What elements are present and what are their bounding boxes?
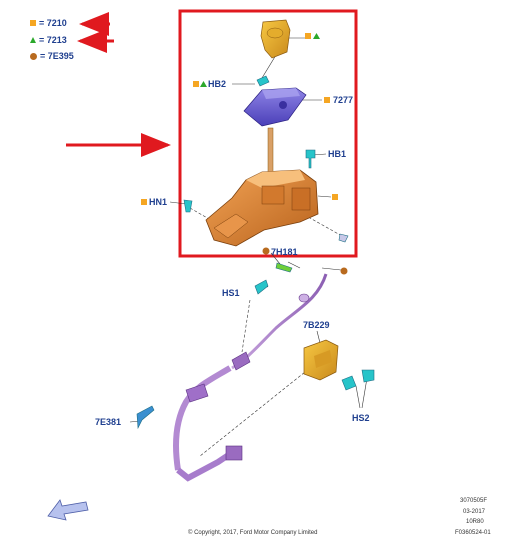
triangle-legend-icon: [30, 37, 36, 43]
legend-text: = 7E395: [40, 51, 74, 61]
callout-7h181: 7H181: [271, 247, 298, 257]
figure-model: 10R80: [466, 519, 484, 525]
callout-hs1: HS1: [222, 288, 240, 298]
cable-bracket-part: [303, 339, 339, 381]
shift-lever-rod: [267, 127, 274, 177]
leader-lines: [129, 37, 368, 457]
shift-cable-part: [173, 273, 328, 482]
fasteners: [136, 75, 375, 430]
highlight-frame: [178, 9, 358, 258]
triangle-marker-hb2: [200, 81, 207, 87]
circle-marker-7h181: [262, 247, 270, 255]
legend-row-7210: = 7210: [30, 18, 67, 28]
legend-text: = 7210: [39, 18, 67, 28]
square-marker-hn1: [141, 199, 147, 205]
callout-hs2: HS2: [352, 413, 370, 423]
figure-id: F0360524-01: [455, 530, 491, 536]
square-marker-base: [332, 194, 338, 200]
callout-hb1: HB1: [328, 149, 347, 159]
view-direction-arrow-icon: [47, 499, 89, 521]
circle-marker-cable: [340, 267, 348, 275]
legend-row-7213: = 7213: [30, 35, 67, 45]
square-marker-hb2: [193, 81, 199, 87]
callout-hb2: HB2: [208, 79, 227, 89]
callout-7b229: 7B229: [303, 320, 330, 330]
circle-legend-icon: [30, 52, 37, 60]
callout-7277: 7277: [333, 95, 354, 105]
legend-text: = 7213: [39, 35, 67, 45]
callout-hn1: HN1: [149, 197, 168, 207]
copyright-text: © Copyright, 2017, Ford Motor Company Li…: [188, 530, 318, 536]
shift-knob-part: [260, 19, 291, 59]
square-marker-7277: [324, 97, 330, 103]
figure-date: 03-2017: [463, 509, 486, 515]
shifter-base-part: [205, 169, 319, 247]
legend-row-7e395: = 7E395: [30, 51, 74, 61]
triangle-marker-knob: [313, 33, 320, 39]
callout-7e381: 7E381: [95, 417, 122, 427]
figure-code: 3070505F: [460, 498, 488, 504]
shift-bezel-part: [243, 87, 307, 127]
square-legend-icon: [30, 20, 36, 26]
square-marker-knob: [305, 33, 311, 39]
